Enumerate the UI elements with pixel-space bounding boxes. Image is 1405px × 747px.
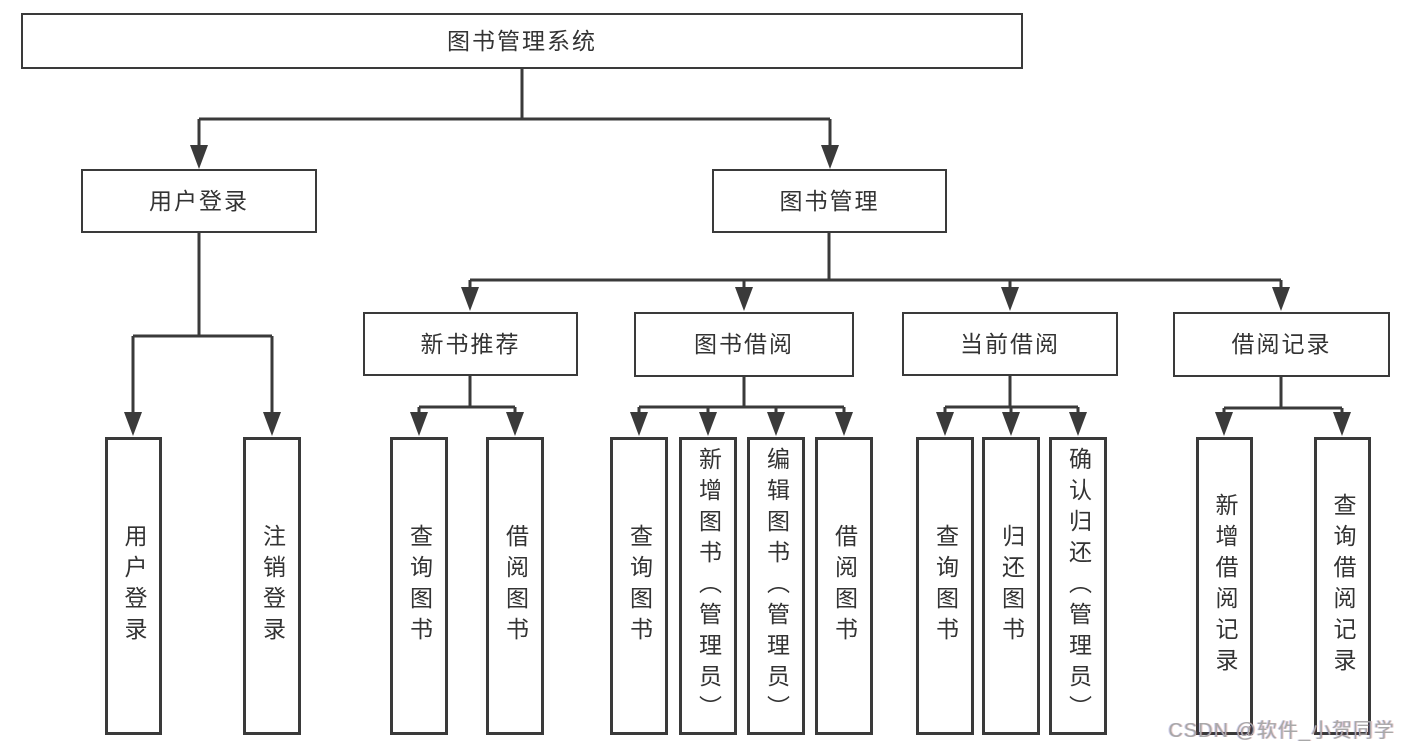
leaf-return-books: 归还图书 (982, 437, 1040, 735)
leaf-query-books: 查询图书 (610, 437, 668, 735)
leaf-query-borrow-record: 查询借阅记录 (1314, 437, 1371, 735)
leaf-label: 借阅图书 (831, 524, 858, 648)
node-label: 用户登录 (149, 187, 249, 214)
leaf-label: 查询图书 (406, 524, 433, 648)
leaf-label: 归还图书 (998, 524, 1025, 648)
connector-root-to-level2 (197, 69, 832, 147)
leaf-add-borrow-record: 新增借阅记录 (1196, 437, 1253, 735)
connector-borrowrecords-to-leaves (1222, 377, 1344, 414)
leaf-label: 新增图书（管理员） (695, 446, 722, 726)
connector-newbooks-to-leaves (417, 376, 517, 414)
leaf-label: 借阅图书 (502, 524, 529, 648)
node-label: 图书借阅 (694, 331, 794, 357)
leaf-label: 确认归还（管理员） (1065, 446, 1092, 726)
leaf-label: 新增借阅记录 (1212, 493, 1238, 679)
node-label: 当前借阅 (960, 330, 1060, 357)
node-book-borrowing: 图书借阅 (634, 312, 854, 377)
leaf-label: 注销登录 (259, 524, 286, 648)
node-borrowing-records: 借阅记录 (1173, 312, 1390, 377)
leaf-label: 查询图书 (626, 524, 653, 648)
node-user-login: 用户登录 (81, 169, 317, 233)
leaf-label: 用户登录 (121, 524, 147, 648)
connector-bookborrow-to-leaves (637, 377, 846, 414)
leaf-query-books: 查询图书 (390, 437, 448, 735)
connector-currentborrow-to-leaves (943, 376, 1080, 414)
csdn-watermark: CSDN @软件_小贺同学 (1168, 720, 1395, 742)
node-library-management-system: 图书管理系统 (21, 13, 1023, 69)
node-label: 借阅记录 (1231, 331, 1332, 357)
leaf-borrow-books: 借阅图书 (486, 437, 544, 735)
arrowheads (124, 145, 1351, 436)
connector-bookmgmt-to-level3 (468, 233, 1283, 289)
node-label: 图书管理 (779, 187, 880, 214)
leaf-confirm-return-admin: 确认归还（管理员） (1049, 437, 1107, 735)
leaf-label: 查询借阅记录 (1330, 493, 1356, 679)
leaf-query-books: 查询图书 (916, 437, 974, 735)
node-label: 新书推荐 (420, 330, 521, 357)
leaf-label: 查询图书 (932, 524, 959, 648)
leaf-edit-books-admin: 编辑图书（管理员） (747, 437, 805, 735)
node-label: 图书管理系统 (447, 27, 597, 54)
leaf-label: 编辑图书（管理员） (763, 446, 790, 726)
connector-userlogin-to-leaves (131, 233, 274, 414)
leaf-logout: 注销登录 (243, 437, 301, 735)
leaf-add-books-admin: 新增图书（管理员） (679, 437, 737, 735)
node-current-borrowing: 当前借阅 (902, 312, 1118, 376)
node-new-book-recommendation: 新书推荐 (363, 312, 578, 376)
leaf-borrow-books: 借阅图书 (815, 437, 873, 735)
node-book-management: 图书管理 (712, 169, 947, 233)
leaf-user-login: 用户登录 (105, 437, 162, 735)
